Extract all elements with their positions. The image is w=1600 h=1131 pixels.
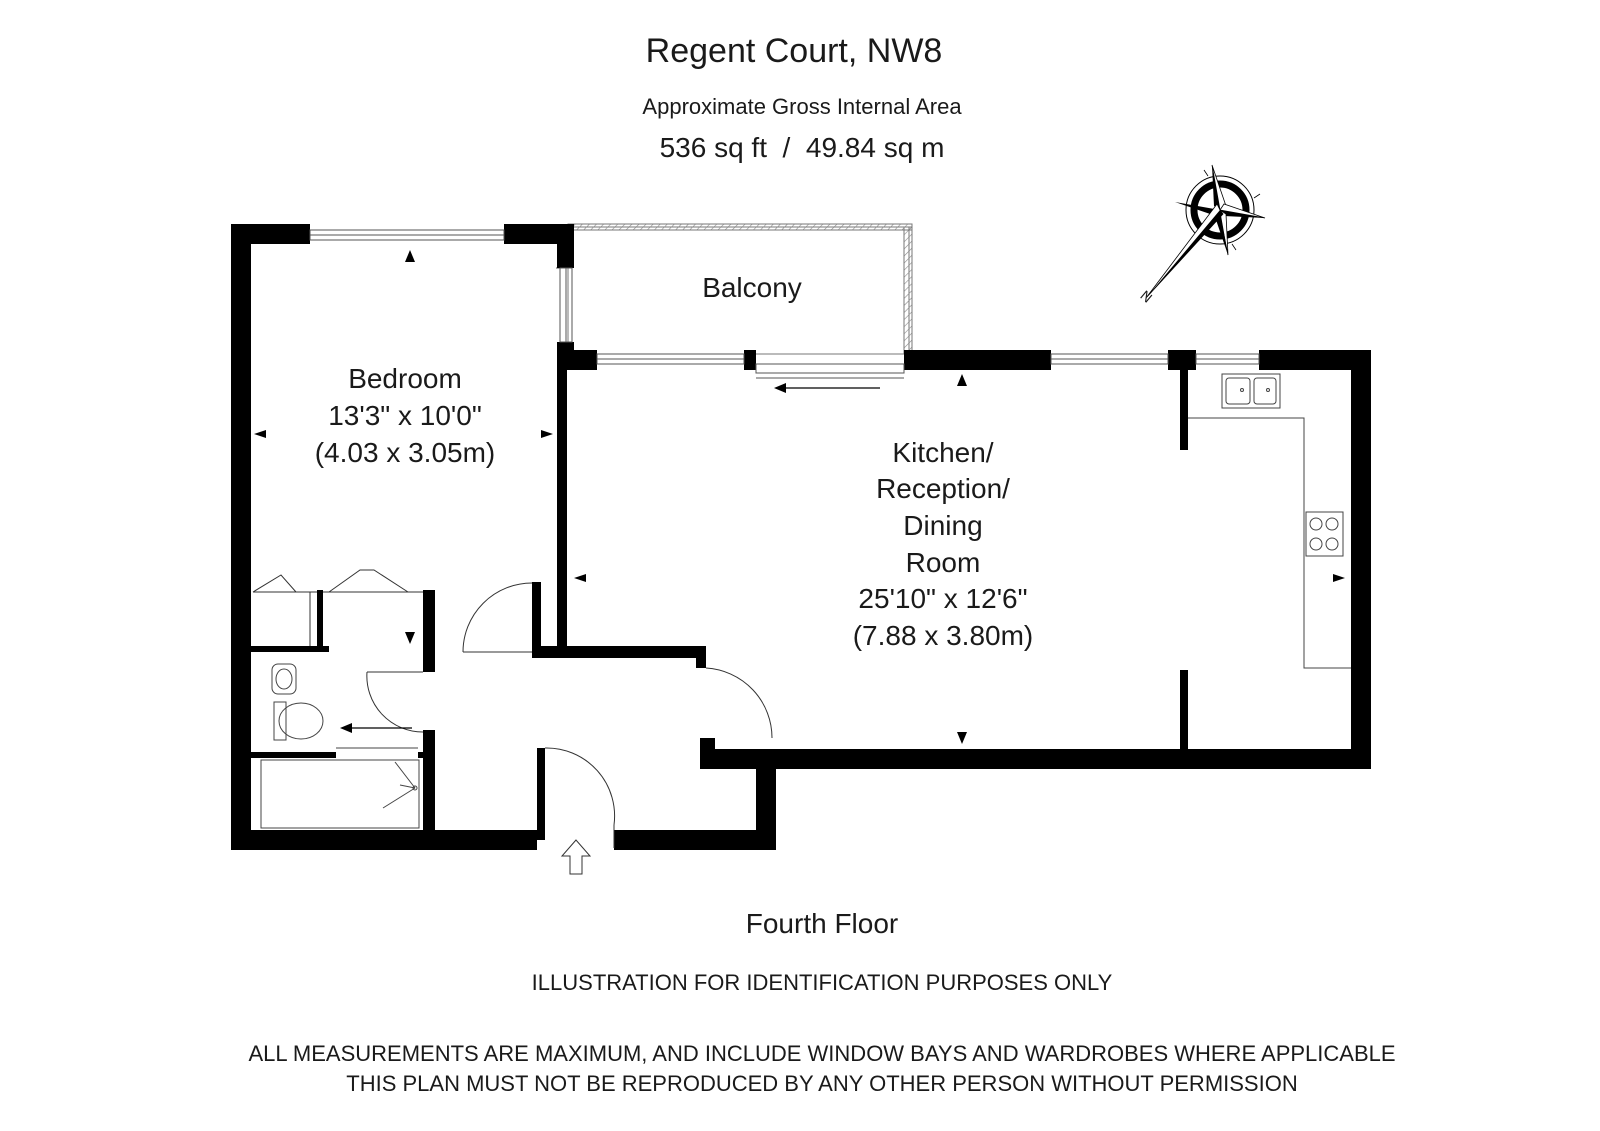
measurement-note: ALL MEASUREMENTS ARE MAXIMUM, AND INCLUD… bbox=[248, 1041, 1396, 1066]
walls bbox=[231, 224, 1371, 850]
kitchen-fittings bbox=[1188, 373, 1351, 669]
bedroom-dims-imperial: 13'3" x 10'0" bbox=[328, 400, 482, 431]
kitchen-dims-imperial: 25'10" x 12'6" bbox=[858, 583, 1027, 614]
bedroom-name: Bedroom bbox=[348, 363, 462, 394]
area-value: 536 sq ft / 49.84 sq m bbox=[659, 132, 945, 163]
bathroom-arrow bbox=[340, 723, 412, 733]
kitchen-name-line-1: Kitchen/ bbox=[892, 437, 993, 468]
floor-label: Fourth Floor bbox=[745, 908, 899, 939]
area-label: Approximate Gross Internal Area bbox=[642, 94, 962, 119]
compass-icon bbox=[1145, 164, 1266, 299]
dimension-markers bbox=[254, 250, 1345, 744]
balcony-label: Balcony bbox=[702, 272, 802, 303]
entrance-arrow bbox=[560, 839, 592, 875]
wardrobe bbox=[252, 569, 435, 646]
kitchen-name-line-4: Room bbox=[906, 547, 981, 578]
sliding-door-arrow bbox=[774, 383, 880, 393]
kitchen-name-line-3: Dining bbox=[903, 510, 982, 541]
copyright-note: THIS PLAN MUST NOT BE REPRODUCED BY ANY … bbox=[346, 1071, 1298, 1096]
kitchen-name-line-2: Reception/ bbox=[876, 473, 1010, 504]
disclaimer: ILLUSTRATION FOR IDENTIFICATION PURPOSES… bbox=[531, 970, 1113, 995]
bedroom-dims-metric: (4.03 x 3.05m) bbox=[315, 437, 496, 468]
plan-title: Regent Court, NW8 bbox=[645, 32, 943, 70]
kitchen-dims-metric: (7.88 x 3.80m) bbox=[853, 620, 1034, 651]
bathroom-fixtures bbox=[260, 663, 420, 829]
doors bbox=[366, 582, 773, 848]
windows bbox=[309, 229, 1260, 379]
